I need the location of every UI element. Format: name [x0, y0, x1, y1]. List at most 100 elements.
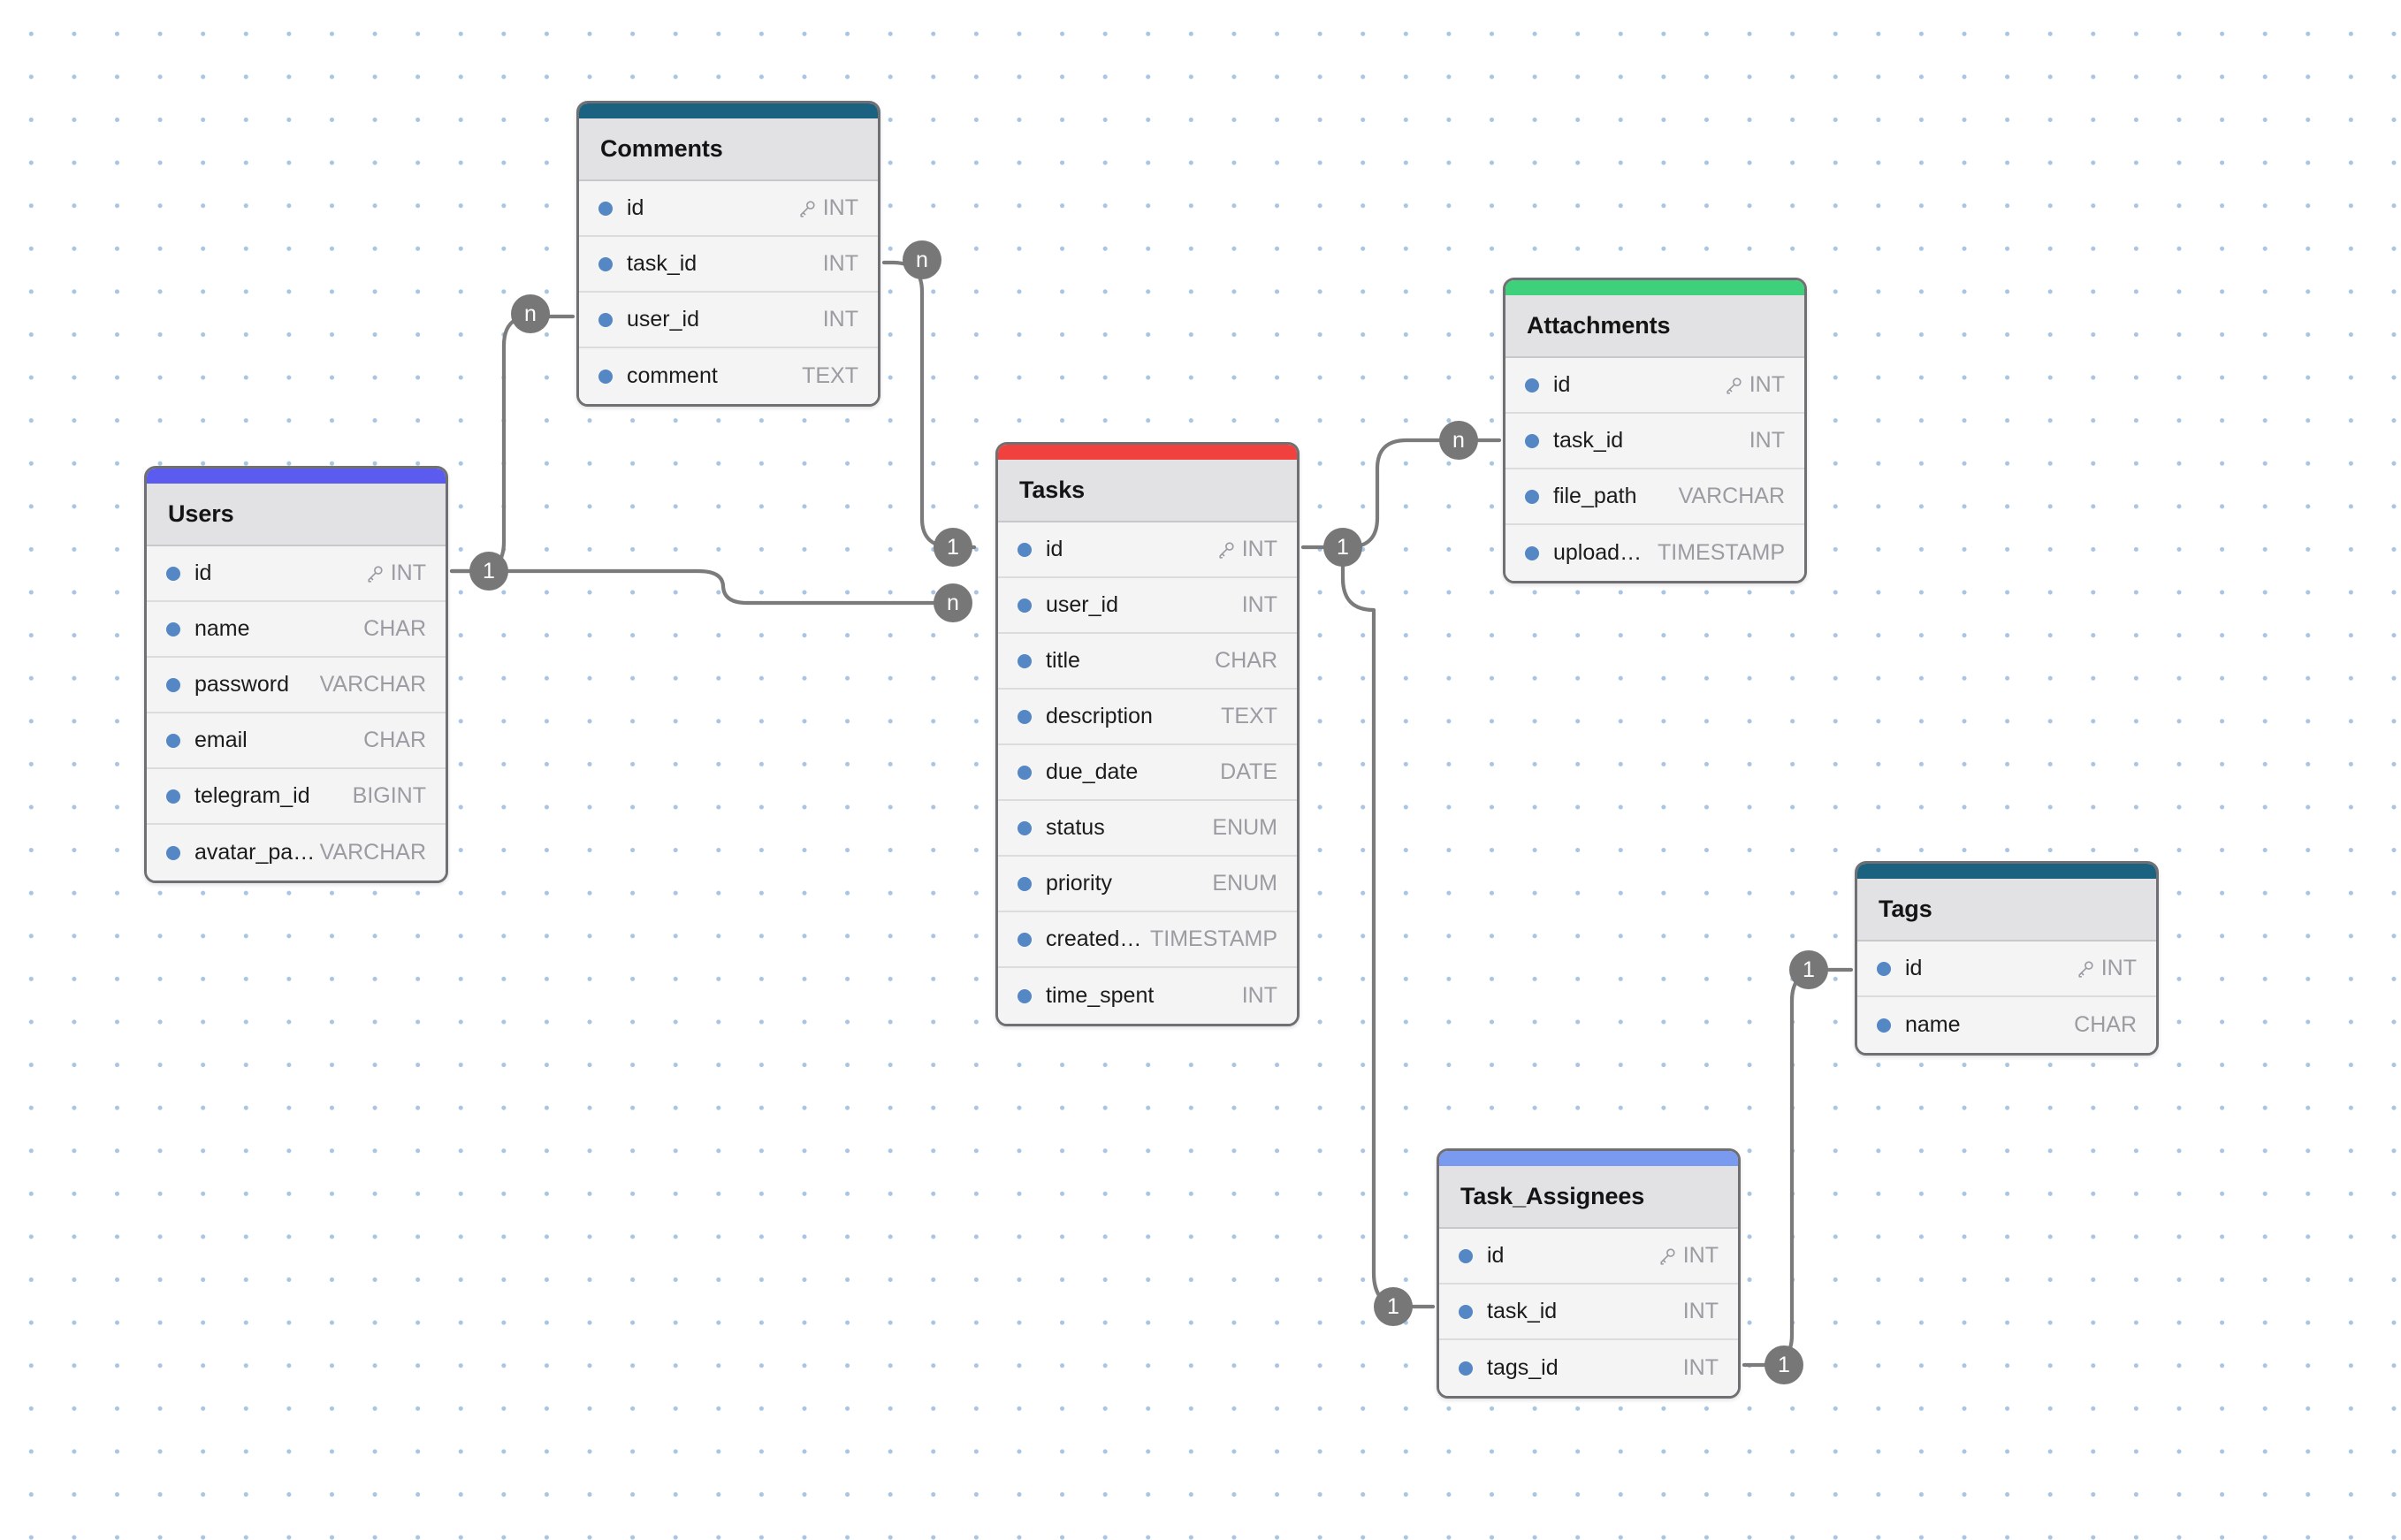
- column-type: CHAR: [1215, 648, 1277, 673]
- column-meta: INT: [1724, 372, 1785, 398]
- column-name: name: [1905, 1012, 1961, 1037]
- column-type: VARCHAR: [319, 840, 426, 865]
- column-meta: TIMESTAMP: [1150, 926, 1277, 952]
- column-type: INT: [1241, 592, 1277, 617]
- column-meta: ENUM: [1212, 871, 1277, 896]
- column-bullet-icon: [1018, 876, 1032, 891]
- column-row[interactable]: id INT: [1857, 942, 2156, 997]
- column-bullet-icon: [1018, 765, 1032, 780]
- column-bullet-icon: [1525, 377, 1539, 393]
- column-type: CHAR: [363, 728, 426, 752]
- column-type: BIGINT: [352, 783, 426, 808]
- column-type: TIMESTAMP: [1658, 540, 1785, 565]
- cardinality-badge-1: 1: [934, 528, 972, 567]
- column-bullet-icon: [166, 677, 180, 692]
- column-row[interactable]: title CHAR: [998, 634, 1297, 690]
- column-name: id: [194, 560, 212, 585]
- relationship-line: [449, 314, 575, 574]
- column-meta: INT: [1242, 592, 1277, 618]
- column-row[interactable]: status ENUM: [998, 801, 1297, 857]
- column-type: INT: [2100, 956, 2137, 980]
- cardinality-badge-1: 1: [1789, 950, 1828, 989]
- column-row[interactable]: comment TEXT: [579, 348, 878, 404]
- column-row[interactable]: upload…TIMESTAMP: [1505, 525, 1804, 581]
- column-type: CHAR: [363, 616, 426, 641]
- column-bullet-icon: [598, 369, 613, 384]
- column-name: due_date: [1046, 759, 1139, 784]
- column-type: TEXT: [1221, 704, 1277, 728]
- column-row[interactable]: avatar_pa…VARCHAR: [147, 825, 446, 881]
- column-row[interactable]: telegram_id BIGINT: [147, 769, 446, 825]
- column-name: id: [627, 195, 644, 220]
- column-name: created…: [1046, 926, 1142, 951]
- column-meta: BIGINT: [353, 783, 426, 809]
- column-row[interactable]: user_id INT: [579, 293, 878, 348]
- column-meta: VARCHAR: [320, 840, 426, 865]
- column-bullet-icon: [1525, 433, 1539, 448]
- column-row[interactable]: id INT: [579, 181, 878, 237]
- column-name: comment: [627, 363, 718, 388]
- column-name: task_id: [627, 251, 697, 276]
- column-name: user_id: [627, 307, 699, 332]
- table-accent-bar: [147, 469, 446, 484]
- column-name: title: [1046, 648, 1080, 673]
- table-accent-bar: [1505, 280, 1804, 295]
- column-type: ENUM: [1212, 871, 1277, 896]
- column-type: TIMESTAMP: [1150, 926, 1277, 951]
- column-bullet-icon: [1459, 1304, 1473, 1319]
- column-name: password: [194, 672, 289, 697]
- column-row[interactable]: task_id INT: [579, 237, 878, 293]
- column-type: INT: [822, 195, 858, 220]
- column-bullet-icon: [598, 201, 613, 216]
- column-bullet-icon: [1459, 1248, 1473, 1263]
- column-type: ENUM: [1212, 815, 1277, 840]
- column-row[interactable]: created… TIMESTAMP: [998, 912, 1297, 968]
- column-row[interactable]: id INT: [147, 546, 446, 602]
- column-meta: TEXT: [802, 363, 858, 389]
- column-meta: INT: [823, 251, 858, 277]
- column-bullet-icon: [1525, 545, 1539, 560]
- column-meta: TIMESTAMP: [1658, 540, 1785, 566]
- column-bullet-icon: [1877, 961, 1891, 976]
- column-type: INT: [390, 560, 426, 585]
- column-meta: INT: [1683, 1355, 1719, 1381]
- column-meta: INT: [1683, 1299, 1719, 1324]
- column-name: telegram_id: [194, 783, 310, 808]
- relationship-line: [881, 260, 977, 550]
- column-meta: INT: [365, 560, 426, 586]
- column-type: INT: [822, 307, 858, 332]
- table-accent-bar: [1439, 1151, 1738, 1166]
- column-bullet-icon: [598, 312, 613, 327]
- column-name: id: [1905, 956, 1923, 980]
- column-type: INT: [1749, 372, 1785, 397]
- column-name: status: [1046, 815, 1105, 840]
- key-icon: [1660, 1247, 1675, 1265]
- column-bullet-icon: [166, 566, 180, 581]
- column-meta: INT: [1216, 537, 1277, 562]
- column-bullet-icon: [1018, 932, 1032, 947]
- column-bullet-icon: [1018, 653, 1032, 668]
